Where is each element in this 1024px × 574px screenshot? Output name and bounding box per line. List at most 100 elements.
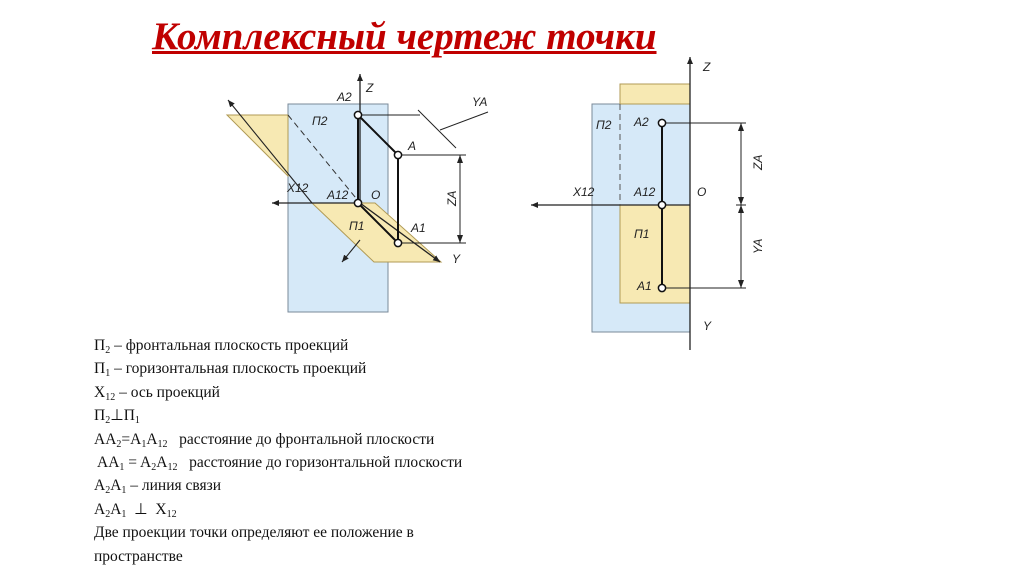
- line-projector-perpendicular: A2A1 ⊥ X12: [94, 498, 594, 521]
- label-y: Y: [703, 319, 712, 333]
- subscript: 12: [167, 461, 178, 473]
- label-z: Z: [365, 81, 374, 95]
- label-a1: A1: [636, 279, 652, 293]
- label-o: O: [697, 185, 706, 199]
- y-axis-lower-arrow: [341, 239, 361, 263]
- symbol: П: [94, 337, 106, 354]
- subscript: 1: [121, 485, 127, 497]
- definition: расстояние до фронтальной плоскости: [167, 430, 435, 448]
- perp-symbol: ⊥: [110, 407, 124, 425]
- symbol: X: [155, 500, 167, 518]
- line-conclusion: Две проекции точки определяют ее положен…: [94, 524, 414, 565]
- dim-ya-leader: [439, 111, 489, 131]
- point-a1: [657, 283, 667, 293]
- y-axis-dashed: [287, 114, 361, 204]
- dim-za-arrow-bottom: [457, 235, 463, 243]
- label-pi2: П2: [312, 114, 328, 128]
- point-a2: [657, 118, 667, 128]
- dim-za-arrow-top: [457, 155, 463, 163]
- label-ya: YA: [751, 239, 765, 254]
- line-frontal-distance: AA2=A1A12 расстояние до фронтальной плос…: [94, 428, 594, 451]
- line-perpendicular-planes: П2⊥П1: [94, 404, 594, 427]
- label-pi1: П1: [349, 219, 364, 233]
- page-title: Комплексный чертеж точки: [152, 15, 657, 58]
- subscript: 12: [105, 391, 116, 403]
- horizontal-plane-top-strip: [619, 83, 691, 105]
- symbol: = A: [124, 453, 152, 471]
- definition: расстояние до горизонтальной плоскости: [177, 453, 463, 471]
- y-axis-back-line: [227, 99, 313, 204]
- point-a: [393, 150, 403, 160]
- symbol: =A: [121, 430, 142, 448]
- point-a12: [353, 198, 363, 208]
- line-pi2: П2 – фронтальная плоскость проекций: [94, 334, 594, 357]
- line-horizontal-distance: AA1 = A2A12 расстояние до горизонтальной…: [94, 451, 594, 474]
- right-diagram: Z П2 A2 ZA X12 A12 O П1 YA A1 Y: [531, 57, 765, 350]
- point-a2: [353, 110, 363, 120]
- point-a1: [393, 238, 403, 248]
- subscript: 1: [105, 368, 111, 380]
- symbol: A: [110, 477, 122, 495]
- point-a12: [657, 200, 667, 210]
- subscript: 2: [105, 415, 111, 427]
- subscript: 1: [134, 415, 140, 427]
- label-z: Z: [702, 60, 711, 74]
- dim-ya-line: [417, 109, 457, 149]
- projector-a2-a: [357, 114, 399, 156]
- label-pi1: П1: [634, 227, 649, 241]
- definition: – горизонтальная плоскость проекций: [110, 360, 367, 378]
- label-a2: A2: [633, 115, 649, 129]
- subscript: 2: [105, 485, 111, 497]
- definition: – ось проекций: [115, 383, 220, 401]
- subscript: 12: [157, 438, 168, 450]
- label-a: A: [407, 139, 416, 153]
- label-a12: A12: [326, 188, 349, 202]
- y-axis-line: [359, 202, 441, 263]
- line-projector: A2A1 – линия связи: [94, 474, 594, 497]
- label-a1: A1: [410, 221, 426, 235]
- symbol: A: [94, 477, 106, 495]
- symbol: A: [156, 453, 168, 471]
- label-ya: YA: [472, 95, 487, 109]
- definition: – линия связи: [126, 477, 222, 495]
- symbol: П: [94, 360, 106, 378]
- label-a12: A12: [633, 185, 656, 199]
- dim-arrow-2: [738, 197, 744, 205]
- perp-symbol: ⊥: [126, 500, 156, 518]
- subscript: 2: [105, 508, 111, 520]
- subscript: 2: [151, 461, 157, 473]
- label-o: O: [371, 188, 380, 202]
- label-za: ZA: [751, 155, 765, 171]
- subscript: 1: [121, 508, 127, 520]
- symbol: П: [123, 407, 135, 425]
- label-y: Y: [452, 252, 461, 266]
- label-za: ZA: [445, 191, 459, 207]
- line-pi1: П1 – горизонтальная плоскость проекций: [94, 357, 594, 380]
- symbol: AA: [94, 430, 117, 448]
- label-x12: X12: [286, 181, 309, 195]
- subscript: 1: [141, 438, 147, 450]
- symbol: A: [94, 500, 106, 518]
- symbol: AA: [94, 453, 120, 471]
- symbol: П: [94, 407, 106, 425]
- subscript: 2: [105, 345, 111, 356]
- line-x12: X12 – ось проекций: [94, 381, 594, 404]
- symbol: X: [94, 383, 106, 401]
- subscript: 12: [166, 508, 177, 520]
- horizontal-plane-pi1: [619, 204, 691, 304]
- subscript: 1: [119, 461, 125, 473]
- subscript: 2: [116, 438, 122, 450]
- definitions-text: П2 – фронтальная плоскость проекций П1 –…: [94, 334, 594, 568]
- definition: – фронтальная плоскость проекций: [110, 337, 349, 354]
- projector-a12-a1: [357, 202, 399, 244]
- label-x12: X12: [572, 185, 595, 199]
- dim-arrow-1: [738, 123, 744, 131]
- label-pi2: П2: [596, 118, 612, 132]
- left-diagram: Z A2 П2 A YA X12 A12 O ZA П1 A1 Y: [225, 74, 489, 313]
- label-a2: A2: [336, 90, 352, 104]
- symbol: A: [146, 430, 158, 448]
- dim-arrow-3: [738, 205, 744, 213]
- symbol: A: [110, 500, 122, 518]
- dim-arrow-4: [738, 280, 744, 288]
